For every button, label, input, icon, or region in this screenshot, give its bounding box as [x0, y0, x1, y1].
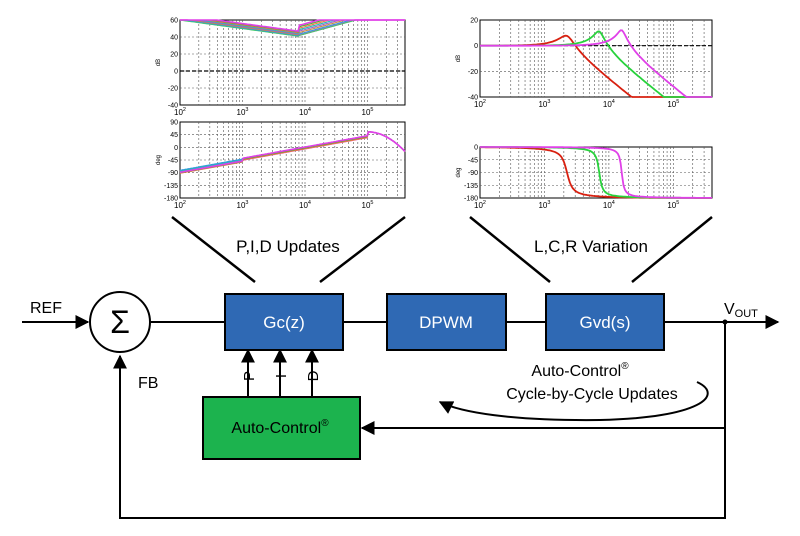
y-tick-label: -45	[168, 158, 178, 165]
lcr-magnitude-plot: 20 0 -20 -40 dB 102 103 104 105	[456, 18, 713, 109]
fb-label: FB	[138, 375, 158, 392]
bode-curve	[180, 19, 405, 32]
lcr-variation-label: L,C,R Variation	[534, 237, 648, 256]
y-unit-label: dB	[156, 59, 162, 66]
y-tick-label: -180	[464, 196, 478, 203]
bode-curve	[179, 131, 406, 174]
p-tap-label: P	[241, 371, 258, 381]
pid-phase-plot: 90 45 0 -45 -90 -135 -180 deg 102 103 104 105	[156, 120, 406, 210]
x-decade-label: 103	[237, 200, 249, 210]
pid-funnel-line-left	[171, 216, 256, 283]
x-decade-label: 102	[174, 200, 186, 210]
y-tick-label: 60	[170, 18, 178, 25]
registered-mark: ®	[321, 418, 329, 429]
lcr-funnel-line-right	[631, 216, 713, 283]
y-tick-label: 40	[170, 35, 178, 42]
gvd-block-label: Gvd(s)	[580, 313, 631, 332]
x-decade-label: 104	[299, 107, 311, 117]
x-decade-label: 105	[667, 200, 679, 210]
gc-block	[224, 293, 344, 351]
y-tick-label: 20	[170, 52, 178, 59]
x-decade-label: 104	[603, 99, 615, 109]
x-decade-label: 103	[538, 99, 550, 109]
ref-label: REF	[30, 300, 62, 317]
bode-curve	[480, 146, 712, 199]
x-decade-label: 104	[299, 200, 311, 210]
bode-curve	[480, 29, 712, 98]
y-tick-label: -90	[468, 170, 478, 177]
d-tap-label: D	[305, 370, 322, 381]
x-decade-label: 104	[603, 200, 615, 210]
y-unit-label: dB	[456, 55, 462, 62]
annotation-registered-mark: ®	[621, 361, 629, 372]
lcr-phase-plot: 0 -45 -90 -135 -180 deg 102 103 104 105	[456, 145, 713, 210]
y-unit-label: deg	[156, 155, 162, 165]
summing-junction-symbol: Σ	[110, 304, 130, 340]
y-tick-label: -180	[164, 196, 178, 203]
y-tick-label: 0	[474, 145, 478, 152]
y-tick-label: -20	[168, 86, 178, 93]
lcr-funnel-line-left	[469, 216, 551, 283]
x-decade-label: 105	[667, 99, 679, 109]
y-tick-label: -40	[168, 103, 178, 110]
dpwm-block-label: DPWM	[419, 313, 473, 332]
vout-label: VOUT	[724, 301, 758, 320]
auto-control-block-label: Auto-Control®	[231, 418, 329, 437]
y-tick-label: 0	[474, 43, 478, 50]
y-tick-label: 90	[170, 120, 178, 127]
feedback-wire	[113, 322, 726, 519]
y-unit-label: deg	[456, 167, 462, 177]
y-tick-label: -90	[168, 170, 178, 177]
x-decade-label: 102	[474, 99, 486, 109]
plot-frame	[479, 19, 713, 98]
y-tick-label: 0	[174, 145, 178, 152]
auto-control-block	[202, 396, 361, 460]
y-tick-label: 45	[170, 132, 178, 139]
y-tick-label: 20	[470, 18, 478, 25]
cycle-arrow	[438, 381, 709, 422]
y-tick-label: 0	[174, 69, 178, 76]
pid-funnel-line-right	[319, 216, 406, 283]
x-decade-label: 105	[362, 200, 374, 210]
summing-junction	[89, 291, 151, 353]
auto-control-annotation-line1: Auto-Control®	[531, 361, 629, 380]
gc-block-label: Gc(z)	[263, 313, 305, 332]
vout-subscript: OUT	[735, 308, 759, 320]
y-tick-label: -135	[464, 183, 478, 190]
x-decade-label: 105	[362, 107, 374, 117]
gvd-block	[545, 293, 665, 351]
y-tick-label: -135	[164, 183, 178, 190]
pid-updates-label: P,I,D Updates	[236, 237, 340, 256]
x-decade-label: 102	[174, 107, 186, 117]
i-tap-label: I	[273, 374, 290, 378]
x-decade-label: 103	[538, 200, 550, 210]
y-tick-label: -45	[468, 157, 478, 164]
x-decade-label: 102	[474, 200, 486, 210]
auto-control-annotation-line2: Cycle-by-Cycle Updates	[506, 386, 678, 403]
pid-magnitude-plot: 60 40 20 0 -20 -40 dB 102 103 104 105	[156, 18, 406, 117]
y-tick-label: -20	[468, 69, 478, 76]
dpwm-block	[386, 293, 507, 351]
x-decade-label: 103	[237, 107, 249, 117]
y-tick-label: -40	[468, 95, 478, 102]
